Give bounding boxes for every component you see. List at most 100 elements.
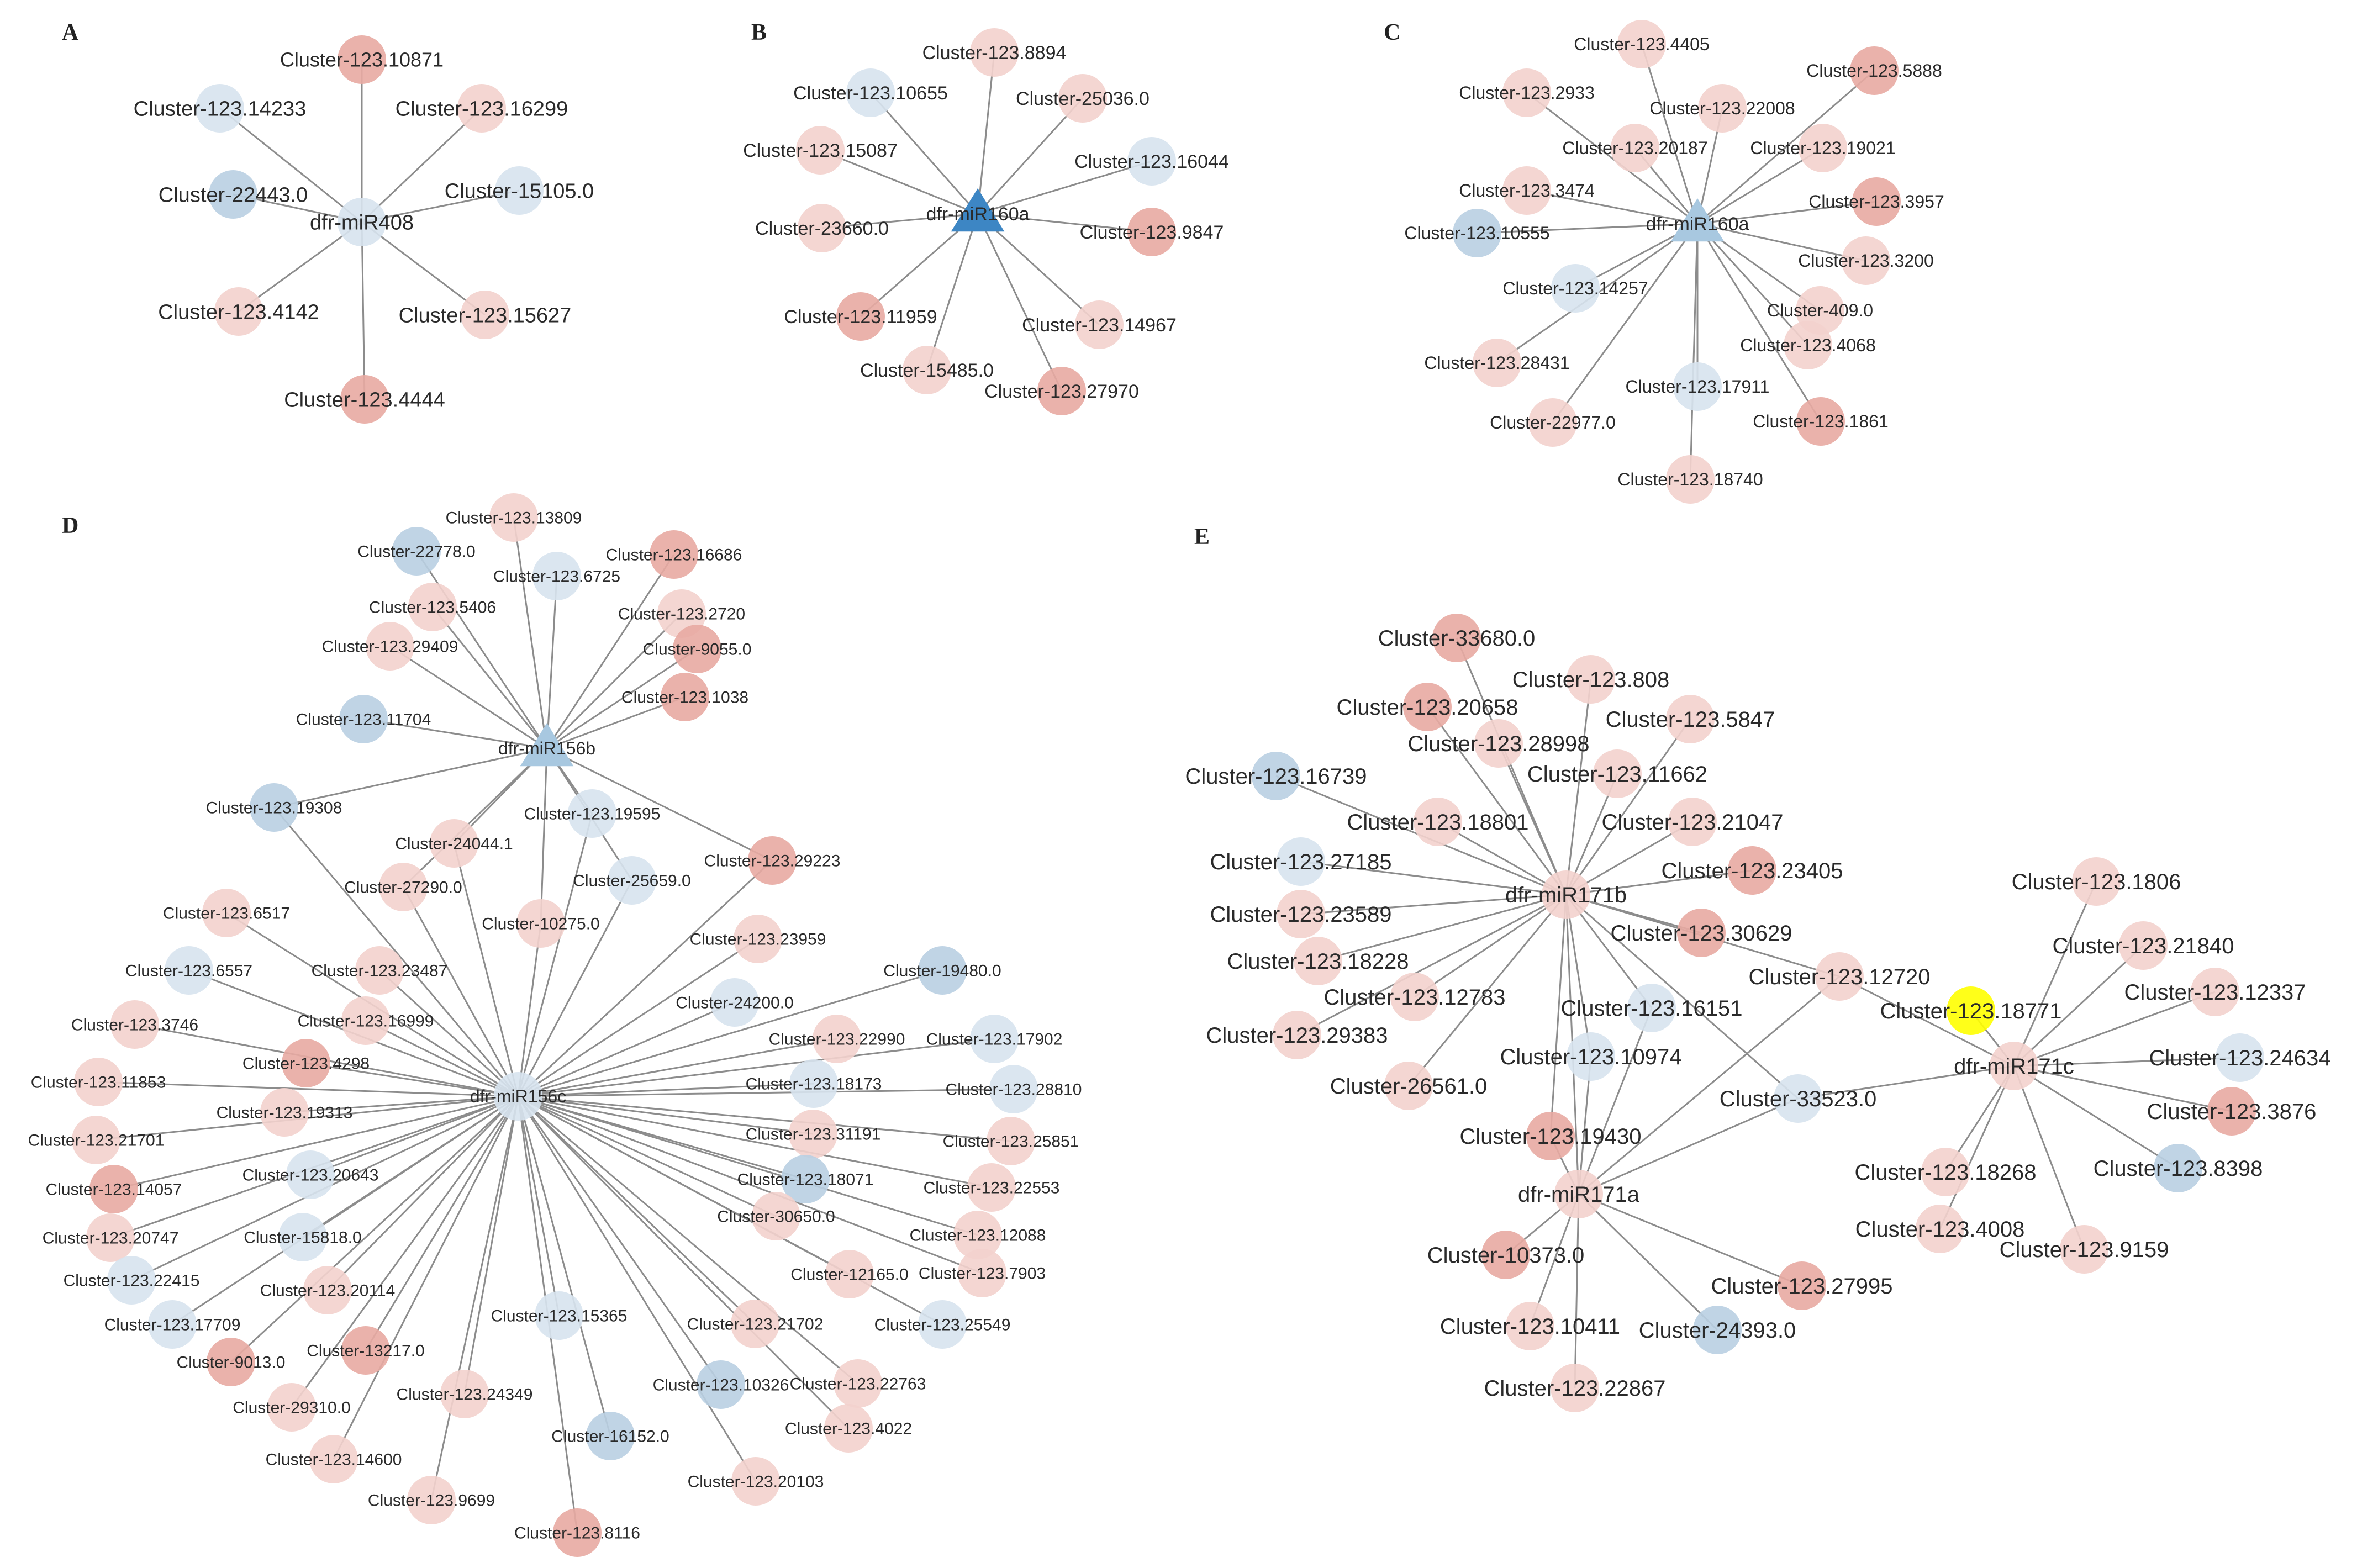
edge-156c-cluster-10275-0 xyxy=(517,923,542,1097)
edge-171b-cluster-123-28998 xyxy=(1497,743,1567,895)
gene-label-cluster-123-6517: Cluster-123.6517 xyxy=(163,905,290,923)
edge-dfr-mir408-cluster-123-15627 xyxy=(361,221,486,316)
edge-171c-cluster-123-8398 xyxy=(2013,1065,2179,1169)
mirna-label-dfr-mir171b: dfr-miR171b xyxy=(1505,883,1627,907)
gene-label-cluster-12165-0: Cluster-12165.0 xyxy=(790,1266,908,1284)
gene-node-cluster-123-31191 xyxy=(789,1110,837,1158)
gene-node-cluster-123-4068 xyxy=(1784,321,1832,369)
gene-label-cluster-123-27970: Cluster-123.27970 xyxy=(984,381,1139,402)
gene-node-cluster-123-27970 xyxy=(1037,367,1086,415)
edge-171a-cluster-33523-0 xyxy=(1578,1097,1799,1195)
gene-label-cluster-123-20103: Cluster-123.20103 xyxy=(688,1473,824,1491)
panel-label-a: A xyxy=(62,20,79,45)
gene-node-cluster-123-1806 xyxy=(2072,857,2121,906)
gene-node-cluster-123-11704 xyxy=(339,695,388,743)
gene-node-cluster-123-16999 xyxy=(341,996,390,1045)
gene-node-cluster-10275-0 xyxy=(516,899,565,948)
gene-label-cluster-123-11853: Cluster-123.11853 xyxy=(31,1074,166,1092)
edge-156c-cluster-123-19308 xyxy=(273,807,519,1097)
edge-171b-cluster-123-19430 xyxy=(1549,894,1567,1137)
gene-node-cluster-123-10411 xyxy=(1506,1302,1554,1350)
edge-dfr-mir160a-cluster-123-10655 xyxy=(869,92,979,214)
edge-156c-cluster-24200-0 xyxy=(518,1001,735,1097)
edge-171b-cluster-123-18228 xyxy=(1317,894,1567,962)
edge-171b-cluster-33523-0 xyxy=(1565,894,1799,1100)
gene-node-cluster-123-3746 xyxy=(110,1000,159,1049)
gene-label-cluster-123-16299: Cluster-123.16299 xyxy=(396,97,568,120)
gene-label-cluster-123-14233: Cluster-123.14233 xyxy=(134,97,307,120)
gene-label-cluster-15105-0: Cluster-15105.0 xyxy=(445,179,594,203)
gene-label-cluster-27290-0: Cluster-27290.0 xyxy=(344,879,462,897)
gene-label-cluster-25036-0: Cluster-25036.0 xyxy=(1016,88,1150,109)
gene-label-cluster-123-24349: Cluster-123.24349 xyxy=(397,1386,533,1404)
edge-dfr-mir160a-cluster-123-3200 xyxy=(1697,223,1866,262)
panel-label-c: C xyxy=(1384,20,1400,45)
gene-node-cluster-123-20747 xyxy=(86,1213,135,1262)
edge-171a-cluster-123-22867 xyxy=(1574,1194,1580,1389)
gene-node-cluster-25659-0 xyxy=(608,856,656,905)
gene-node-cluster-123-1038 xyxy=(661,673,709,721)
edge-dfr-mir408-cluster-15105-0 xyxy=(361,189,520,223)
gene-label-cluster-123-23487: Cluster-123.23487 xyxy=(312,962,448,980)
gene-node-cluster-123-23959 xyxy=(734,915,782,963)
edge-171b-cluster-123-12783 xyxy=(1414,894,1567,998)
edge-171b-cluster-123-21047 xyxy=(1565,821,1693,896)
gene-label-cluster-123-16044: Cluster-123.16044 xyxy=(1074,151,1229,172)
mirna-node-dfr-mir171a xyxy=(1554,1170,1603,1218)
gene-label-cluster-123-15627: Cluster-123.15627 xyxy=(399,304,572,327)
gene-label-cluster-123-14257: Cluster-123.14257 xyxy=(1502,278,1648,298)
edge-156c-cluster-123-12088 xyxy=(518,1095,978,1236)
mirna-label-dfr-mir156b: dfr-miR156b xyxy=(498,738,595,758)
gene-label-cluster-123-18173: Cluster-123.18173 xyxy=(746,1075,882,1094)
edge-171b-cluster-123-18801 xyxy=(1437,821,1567,896)
edge-156c-cluster-123-20114 xyxy=(326,1095,519,1291)
gene-node-cluster-123-7903 xyxy=(958,1249,1006,1297)
gene-label-cluster-24200-0: Cluster-24200.0 xyxy=(676,994,793,1012)
gene-node-cluster-123-15627 xyxy=(461,291,509,339)
edge-156b-cluster-123-29223 xyxy=(546,747,773,862)
gene-label-cluster-123-19021: Cluster-123.19021 xyxy=(1750,138,1895,158)
gene-label-cluster-22778-0: Cluster-22778.0 xyxy=(357,543,475,561)
gene-label-cluster-123-4142: Cluster-123.4142 xyxy=(158,300,319,324)
gene-node-cluster-25036-0 xyxy=(1058,74,1107,123)
gene-node-cluster-26561-0 xyxy=(1384,1062,1433,1110)
gene-node-cluster-123-28810 xyxy=(989,1065,1038,1113)
edge-171b-cluster-123-5847 xyxy=(1565,719,1691,895)
gene-node-cluster-123-10555 xyxy=(1453,209,1501,257)
edge-156c-cluster-25659-0 xyxy=(517,880,633,1097)
gene-node-cluster-123-8894 xyxy=(970,28,1019,77)
gene-node-cluster-22443-0 xyxy=(209,170,257,219)
gene-label-cluster-123-21701: Cluster-123.21701 xyxy=(28,1132,165,1150)
mirna-label-dfr-mir171a: dfr-miR171a xyxy=(1518,1182,1640,1207)
gene-node-cluster-123-29409 xyxy=(366,622,414,671)
edge-156b-cluster-123-16686 xyxy=(546,554,675,749)
gene-node-cluster-22977-0 xyxy=(1528,398,1577,447)
gene-node-cluster-123-3200 xyxy=(1842,236,1890,285)
gene-node-cluster-123-25549 xyxy=(918,1300,967,1349)
edge-156c-cluster-123-24349 xyxy=(463,1096,519,1395)
gene-node-cluster-123-20114 xyxy=(303,1266,352,1314)
edge-171a-cluster-24393-0 xyxy=(1578,1193,1718,1331)
gene-node-cluster-19480-0 xyxy=(918,946,967,995)
gene-label-cluster-123-10326: Cluster-123.10326 xyxy=(653,1376,789,1395)
gene-label-cluster-29310-0: Cluster-29310.0 xyxy=(233,1399,350,1417)
gene-label-cluster-123-808: Cluster-123.808 xyxy=(1512,668,1670,692)
gene-node-cluster-123-24634 xyxy=(2216,1033,2264,1082)
gene-label-cluster-123-8398: Cluster-123.8398 xyxy=(2094,1157,2263,1181)
gene-label-cluster-123-16999: Cluster-123.16999 xyxy=(298,1012,434,1031)
gene-label-cluster-123-29409: Cluster-123.29409 xyxy=(322,638,458,656)
edge-dfr-mir160a-cluster-123-9847 xyxy=(977,213,1152,233)
gene-label-cluster-123-12088: Cluster-123.12088 xyxy=(910,1227,1046,1245)
gene-node-cluster-123-10655 xyxy=(846,68,895,117)
gene-label-cluster-10275-0: Cluster-10275.0 xyxy=(482,915,599,933)
gene-label-cluster-123-12337: Cluster-123.12337 xyxy=(2124,980,2306,1005)
edge-171c-cluster-123-3876 xyxy=(2013,1065,2232,1112)
gene-label-cluster-123-17911: Cluster-123.17911 xyxy=(1626,377,1770,397)
gene-label-cluster-123-25549: Cluster-123.25549 xyxy=(874,1316,1011,1334)
edge-156c-cluster-123-31191 xyxy=(518,1095,814,1135)
nodes-layer xyxy=(72,20,2264,1557)
gene-node-cluster-123-10326 xyxy=(697,1360,745,1409)
gene-node-cluster-123-11853 xyxy=(74,1058,123,1106)
gene-node-cluster-123-14057 xyxy=(89,1165,138,1213)
gene-label-cluster-123-23589: Cluster-123.23589 xyxy=(1210,902,1391,927)
